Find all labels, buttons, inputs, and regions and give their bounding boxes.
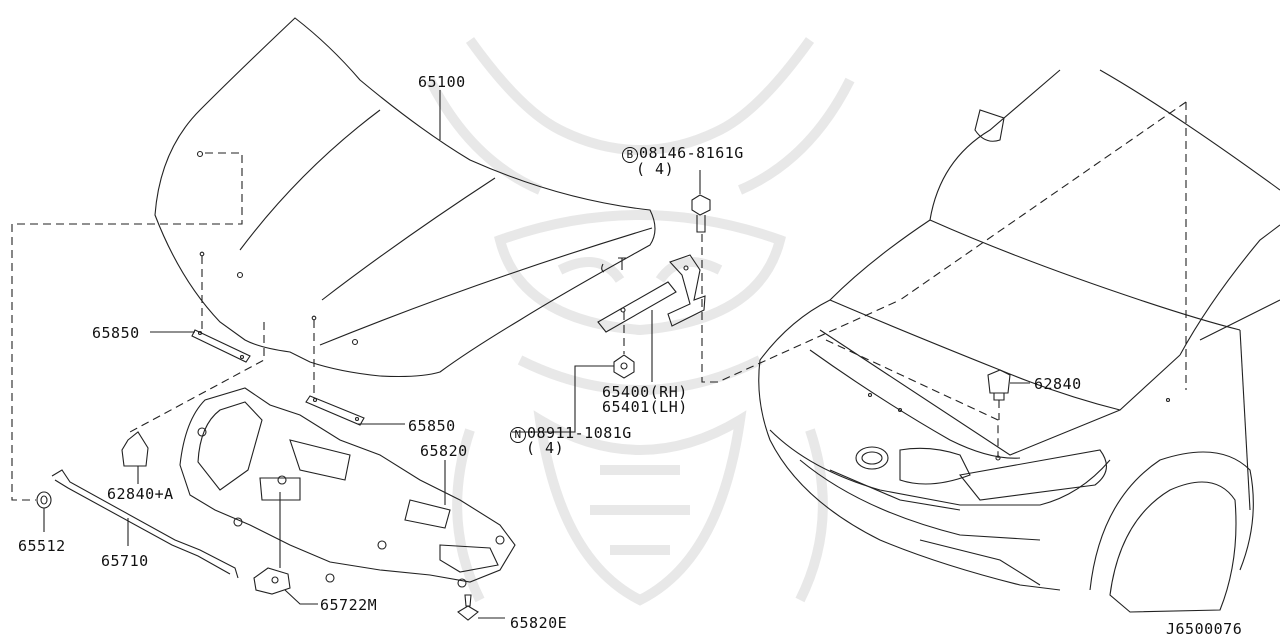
weatherstrip-65850-left[interactable]	[191, 329, 251, 363]
support-rod-65710[interactable]	[51, 469, 239, 579]
hinge-nut[interactable]	[613, 354, 635, 379]
bolt-type-badge: B	[622, 147, 638, 163]
hood-panel[interactable]	[154, 17, 656, 378]
diagram-id: J6500076	[1166, 620, 1243, 638]
part-label-65820[interactable]: 65820	[420, 442, 468, 460]
bolt-part-number: 08146-8161G	[639, 144, 744, 162]
nut-part-number: 08911-1081G	[527, 424, 632, 442]
clip-62840a[interactable]	[121, 431, 149, 467]
hood-hinge[interactable]	[597, 254, 706, 333]
weatherstrip-65850-right[interactable]	[305, 395, 365, 426]
bolt-quantity: ( 4)	[636, 160, 675, 178]
part-label-62840[interactable]: 62840	[1034, 375, 1082, 393]
part-label-65850-left[interactable]: 65850	[92, 324, 140, 342]
leader-hinge-car	[701, 234, 901, 383]
part-label-65850-right[interactable]: 65850	[408, 417, 456, 435]
leader-65512	[11, 152, 243, 501]
part-label-65512[interactable]: 65512	[18, 537, 66, 555]
rod-holder-65722m[interactable]	[253, 567, 291, 595]
part-label-65100[interactable]: 65100	[418, 73, 466, 91]
rubber-stopper-62840[interactable]	[987, 369, 1011, 401]
leader-65722m-label	[284, 589, 318, 605]
nut-quantity: ( 4)	[526, 439, 565, 457]
watermark-crest	[425, 37, 855, 606]
part-label-65722m[interactable]: 65722M	[320, 596, 378, 614]
leader-nut-label	[512, 365, 614, 433]
part-label-65400[interactable]: 65400(RH)	[602, 383, 688, 401]
part-label-65820e[interactable]: 65820E	[510, 614, 568, 632]
part-label-65710[interactable]: 65710	[101, 552, 149, 570]
vehicle-front	[758, 69, 1280, 613]
part-label-65401[interactable]: 65401(LH)	[602, 398, 688, 416]
leader-car-bracket	[825, 339, 999, 458]
clip-65820e[interactable]	[457, 594, 479, 621]
leader-car-top	[899, 101, 1187, 301]
grommet-65512[interactable]	[36, 491, 52, 509]
hood-insulator[interactable]	[179, 387, 516, 588]
nut-type-badge: N	[510, 427, 526, 443]
hinge-bolt[interactable]	[691, 194, 711, 233]
part-label-62840a[interactable]: 62840+A	[107, 485, 174, 503]
